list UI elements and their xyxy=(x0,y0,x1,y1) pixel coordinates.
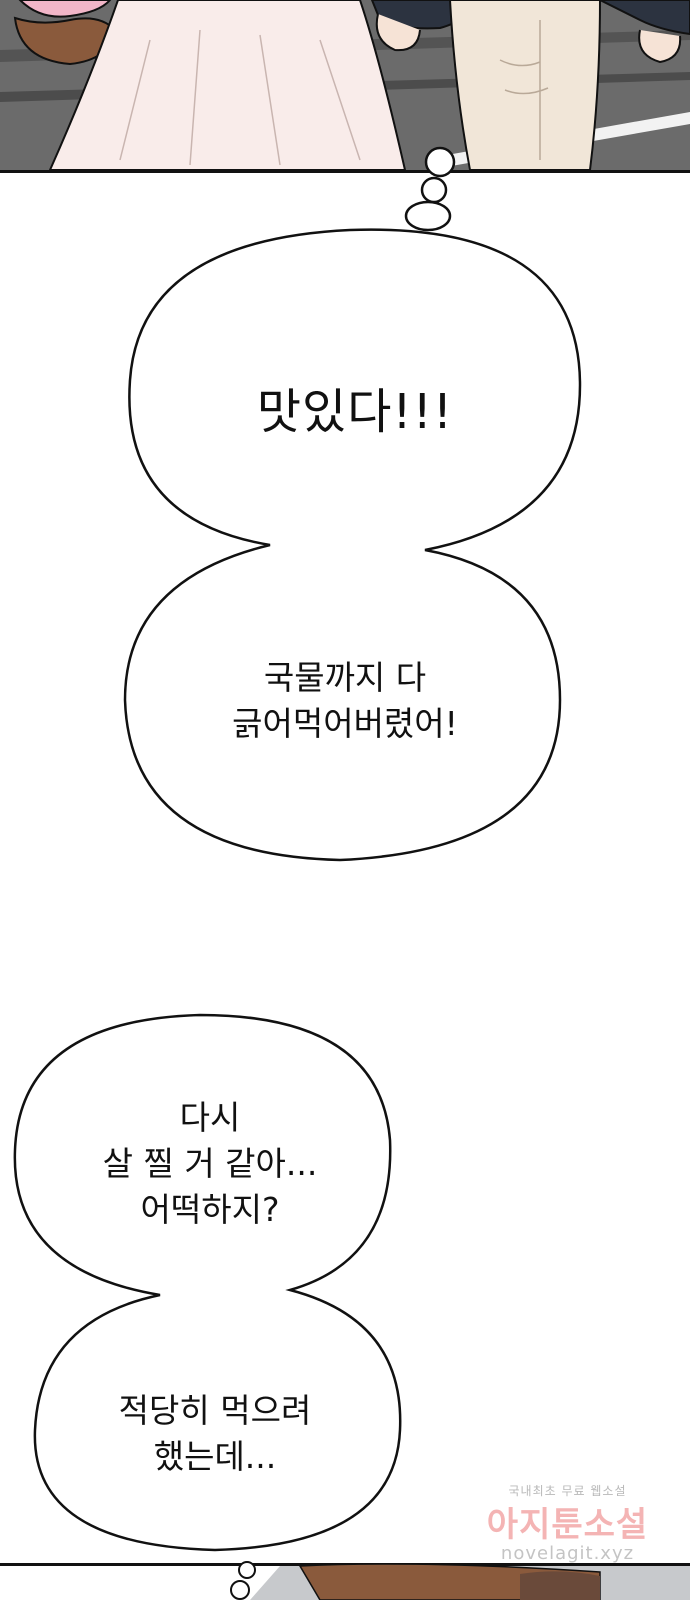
bubble2-line3: 어떡하지? xyxy=(140,1190,280,1229)
bubble1-exclamation: 맛있다!!! xyxy=(256,384,454,440)
bubble2-line1: 다시 xyxy=(179,1098,241,1137)
bubble1-line2: 긁어먹어버렸어! xyxy=(232,704,458,743)
thought-bubble-1 xyxy=(123,146,582,862)
thought-bubble-2 xyxy=(13,1013,402,1552)
bubble2-line5: 했는데... xyxy=(153,1437,277,1476)
watermark-logo-text: 아지툰소설 xyxy=(486,1505,649,1545)
bottom-illustration-panel xyxy=(0,1561,690,1600)
bubble1-line1: 국물까지 다 xyxy=(263,658,427,697)
watermark-url: novelagit.xyz xyxy=(500,1543,635,1564)
watermark-tagline: 국내최초 무료 웹소설 xyxy=(508,1484,627,1498)
bubble2-line4: 적당히 먹으려 xyxy=(118,1391,312,1430)
top-illustration-panel xyxy=(0,0,690,173)
bubble2-line2: 살 찔 거 같아... xyxy=(102,1144,318,1183)
